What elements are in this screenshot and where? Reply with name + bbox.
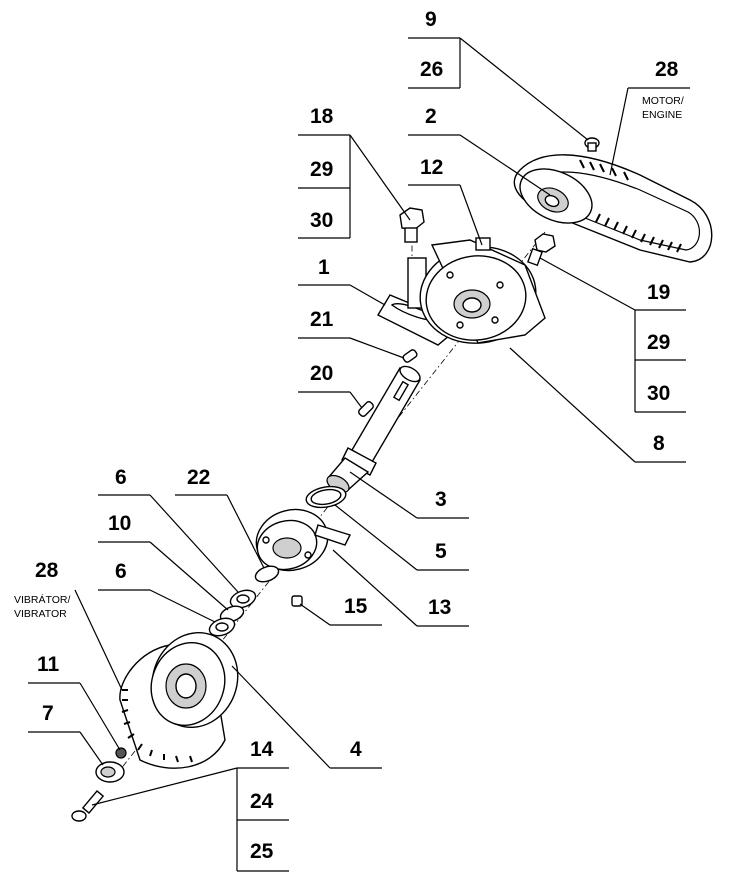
callout-22: 22	[187, 466, 210, 489]
motor-pulley	[519, 168, 593, 224]
callout-1: 1	[318, 256, 330, 279]
parts-illustration	[71, 137, 713, 822]
callout-30-lower: 30	[647, 382, 670, 405]
callout-19: 19	[647, 281, 670, 304]
callout-21: 21	[310, 308, 334, 331]
vibrator-note-line2: VIBRATOR	[14, 608, 67, 620]
callout-8: 8	[653, 432, 665, 455]
callout-13: 13	[428, 596, 451, 619]
shaft-3	[326, 365, 421, 494]
callout-labels: 9 26 28 MOTOR/ ENGINE 18 29 30 2 12 1 19…	[14, 8, 684, 863]
motor-engine-note-line1: MOTOR/	[642, 95, 684, 107]
cap-7	[95, 761, 125, 783]
key-20	[358, 401, 374, 417]
clutch-13	[255, 508, 351, 572]
callout-9: 9	[425, 8, 437, 31]
callout-5: 5	[435, 540, 447, 563]
callout-10: 10	[108, 512, 131, 535]
callout-26: 26	[420, 58, 443, 81]
callout-28-vibrator: 28	[35, 559, 59, 582]
callout-12: 12	[420, 156, 443, 179]
flange-housing	[377, 237, 546, 346]
snap-ring-22	[254, 565, 280, 583]
callout-24: 24	[250, 790, 274, 813]
leader-lines	[28, 37, 690, 872]
bolt-18	[399, 207, 425, 243]
callout-14: 14	[250, 738, 274, 761]
callout-7: 7	[42, 702, 54, 725]
callout-3: 3	[435, 488, 447, 511]
key-9	[584, 137, 600, 152]
vibrator-pulley	[119, 631, 239, 769]
callout-2: 2	[425, 105, 437, 128]
callout-20: 20	[310, 362, 333, 385]
pin-21	[402, 349, 418, 363]
callout-18: 18	[310, 105, 334, 128]
callout-15: 15	[344, 595, 368, 618]
washers	[208, 589, 257, 637]
motor-engine-note-line2: ENGINE	[642, 109, 682, 121]
callout-28-motor: 28	[655, 58, 679, 81]
callout-29-lower: 29	[647, 331, 670, 354]
callout-6-bottom: 6	[115, 560, 127, 583]
bolt-14	[71, 790, 105, 822]
bolt-19	[527, 233, 556, 267]
callout-25: 25	[250, 840, 274, 863]
vibrator-note-line1: VIBRÁTOR/	[14, 593, 70, 606]
callout-6-top: 6	[115, 466, 127, 489]
callout-4: 4	[350, 738, 362, 761]
nut-11	[115, 747, 127, 759]
callout-29-upper: 29	[310, 158, 333, 181]
screw-15	[291, 595, 303, 607]
callout-30-upper: 30	[310, 209, 333, 232]
callout-11: 11	[37, 653, 60, 676]
